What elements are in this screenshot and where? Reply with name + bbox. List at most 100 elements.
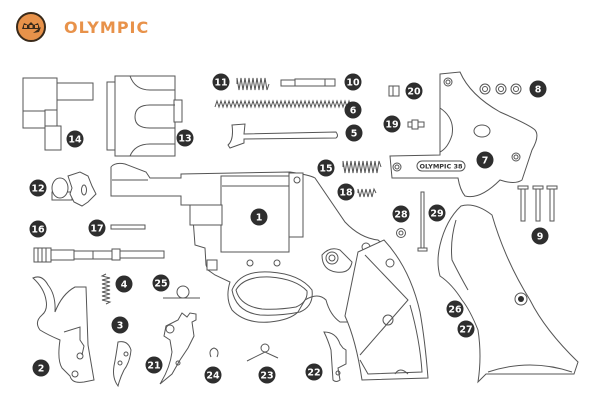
part-badge-grip-screw: 29 bbox=[428, 204, 446, 222]
badge-circle bbox=[337, 183, 355, 201]
part-badge-hammer: 21 bbox=[145, 356, 163, 374]
badge-number: 14 bbox=[68, 134, 82, 145]
part-small-spring bbox=[236, 77, 270, 91]
part-hammer-strut bbox=[227, 123, 338, 149]
brand-name: OLYMPIC bbox=[64, 17, 150, 37]
badge-number: 1 bbox=[256, 212, 263, 223]
side-plate-label: OLYMPIC 38 bbox=[419, 163, 463, 171]
badge-circle bbox=[145, 356, 163, 374]
part-badge-pin: 17 bbox=[88, 219, 106, 237]
part-badge-grip-right: 26 bbox=[446, 300, 464, 318]
badge-circle bbox=[66, 130, 84, 148]
badge-circle bbox=[176, 129, 194, 147]
part-badge-pins: 9 bbox=[531, 227, 549, 245]
badge-number: 27 bbox=[459, 324, 472, 335]
badge-number: 9 bbox=[537, 231, 544, 242]
part-center-pin bbox=[33, 247, 165, 263]
part-badge-frame: 1 bbox=[250, 208, 268, 226]
part-badge-grip-left: 27 bbox=[457, 320, 475, 338]
part-cylinder-stop bbox=[323, 331, 347, 382]
part-badge-side-plate: 7 bbox=[476, 151, 494, 169]
badge-number: 16 bbox=[31, 224, 45, 235]
part-hammer bbox=[159, 312, 197, 385]
badge-number: 12 bbox=[31, 183, 44, 194]
badge-number: 26 bbox=[448, 304, 462, 315]
badge-number: 7 bbox=[482, 155, 489, 166]
part-badge-hammer-strut: 5 bbox=[345, 124, 363, 142]
part-ejector-star bbox=[51, 171, 97, 207]
part-cylinder bbox=[106, 75, 183, 157]
badge-circle bbox=[344, 101, 362, 119]
part-plunger bbox=[407, 119, 425, 130]
badge-circle bbox=[29, 220, 47, 238]
badge-number: 15 bbox=[319, 163, 332, 174]
badge-circle bbox=[317, 159, 335, 177]
badge-number: 13 bbox=[178, 133, 191, 144]
part-main-spring bbox=[214, 99, 352, 109]
badge-circle bbox=[392, 205, 410, 223]
badge-circle bbox=[204, 366, 222, 384]
badge-circle bbox=[29, 179, 47, 197]
badge-number: 10 bbox=[346, 77, 360, 88]
badge-circle bbox=[428, 204, 446, 222]
part-badge-trigger-spring: 4 bbox=[115, 275, 133, 293]
part-pawl bbox=[113, 341, 132, 388]
badge-number: 28 bbox=[394, 209, 408, 220]
part-badge-ejector-star: 12 bbox=[29, 179, 47, 197]
badge-number: 19 bbox=[385, 119, 398, 130]
part-badge-washers: 8 bbox=[529, 80, 547, 98]
badge-circle bbox=[152, 274, 170, 292]
badge-circle bbox=[405, 82, 423, 100]
part-spring-15 bbox=[342, 160, 382, 174]
badge-circle bbox=[457, 320, 475, 338]
badge-number: 5 bbox=[351, 128, 358, 139]
part-badge-center-pin: 16 bbox=[29, 220, 47, 238]
badge-number: 3 bbox=[117, 320, 124, 331]
part-badge-wire-spring: 23 bbox=[258, 366, 276, 384]
badge-circle bbox=[250, 208, 268, 226]
part-grip-nut bbox=[396, 228, 406, 238]
part-trigger-spring bbox=[100, 273, 112, 305]
part-clip bbox=[209, 347, 219, 358]
part-washers bbox=[479, 83, 522, 95]
part-badge-bushing: 20 bbox=[405, 82, 423, 100]
badge-number: 22 bbox=[307, 367, 320, 378]
part-pins bbox=[517, 185, 558, 222]
badge-number: 23 bbox=[260, 370, 273, 381]
badge-number: 17 bbox=[90, 223, 103, 234]
part-pin-17 bbox=[110, 224, 146, 230]
part-badge-short-spring: 18 bbox=[337, 183, 355, 201]
badge-circle bbox=[111, 316, 129, 334]
badge-circle bbox=[345, 124, 363, 142]
brand-header: OLYMPIC bbox=[16, 12, 149, 42]
part-badge-cylinder: 13 bbox=[176, 129, 194, 147]
badge-number: 8 bbox=[535, 84, 542, 95]
badge-number: 21 bbox=[147, 360, 160, 371]
badge-number: 20 bbox=[407, 86, 421, 97]
badge-circle bbox=[88, 219, 106, 237]
badge-number: 2 bbox=[38, 363, 45, 374]
badge-circle bbox=[212, 73, 230, 91]
badge-number: 25 bbox=[154, 278, 167, 289]
badge-circle bbox=[344, 73, 362, 91]
part-bushing bbox=[388, 85, 400, 97]
badge-circle bbox=[529, 80, 547, 98]
part-badge-cylinder-stop: 22 bbox=[305, 363, 323, 381]
part-badge-grip-nut: 28 bbox=[392, 205, 410, 223]
badge-circle bbox=[32, 359, 50, 377]
part-badge-pawl: 3 bbox=[111, 316, 129, 334]
badge-circle bbox=[258, 366, 276, 384]
part-ejector-rod bbox=[280, 78, 336, 87]
badge-circle bbox=[115, 275, 133, 293]
badge-circle bbox=[446, 300, 464, 318]
part-crane-drawing bbox=[22, 77, 94, 151]
badge-circle bbox=[531, 227, 549, 245]
part-badge-clip: 24 bbox=[204, 366, 222, 384]
part-ball-detent bbox=[163, 285, 200, 299]
part-grip-screw bbox=[417, 191, 428, 252]
part-trigger bbox=[32, 276, 95, 383]
badge-number: 24 bbox=[206, 370, 220, 381]
badge-number: 4 bbox=[121, 279, 128, 290]
part-badge-ball-detent: 25 bbox=[152, 274, 170, 292]
